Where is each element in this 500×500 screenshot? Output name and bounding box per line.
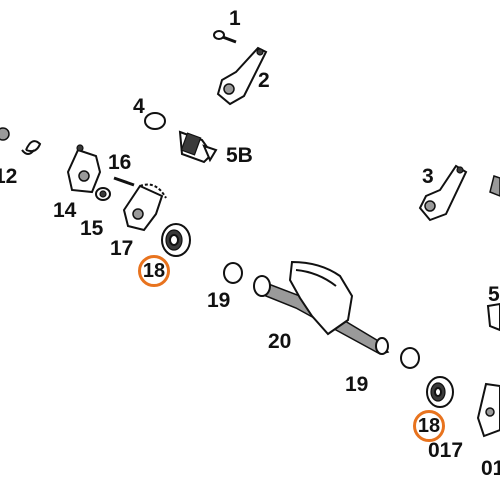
callout-1: 1: [229, 7, 241, 30]
o-ring-part-19-lower: [400, 347, 420, 369]
callout-20: 20: [268, 330, 292, 353]
callout-14: 14: [53, 199, 77, 222]
lever-part-14: [66, 144, 102, 194]
callout-5: 5: [488, 283, 500, 306]
callout-3: 3: [422, 165, 434, 188]
drum-part-5b: [178, 130, 218, 164]
lever-part-3: [418, 164, 468, 222]
callout-12: 12: [0, 165, 18, 188]
o-ring-part-4: [144, 112, 166, 130]
callout-2: 2: [258, 69, 270, 92]
callout-01: 01: [481, 457, 500, 480]
callout-16: 16: [108, 151, 132, 174]
highlight-circle-18-left: 18: [138, 255, 170, 287]
right-edge-parts: [486, 175, 500, 332]
callout-017: 017: [428, 439, 464, 462]
callout-18-right: 18: [417, 415, 441, 437]
shaft-part-20: [253, 260, 390, 355]
gear-lever-part-017: [476, 382, 500, 438]
bearing-part-18-left: [161, 223, 191, 257]
spring-part-12: [0, 127, 42, 155]
callout-4: 4: [133, 95, 145, 118]
o-ring-part-19-upper: [223, 262, 243, 284]
screw-part-1: [213, 30, 237, 44]
gear-lever-part-17: [122, 183, 167, 232]
lever-part-2: [216, 46, 268, 106]
washer-part-15: [95, 187, 111, 201]
callout-18-left: 18: [142, 260, 166, 282]
callout-5b: 5B: [226, 144, 253, 167]
bearing-part-18-right: [426, 376, 454, 408]
callout-17: 17: [110, 237, 134, 260]
callout-19-lower: 19: [345, 373, 369, 396]
callout-15: 15: [80, 217, 104, 240]
pin-part-16: [113, 176, 135, 187]
callout-19-upper: 19: [207, 289, 231, 312]
highlight-circle-18-right: 18: [413, 410, 445, 442]
